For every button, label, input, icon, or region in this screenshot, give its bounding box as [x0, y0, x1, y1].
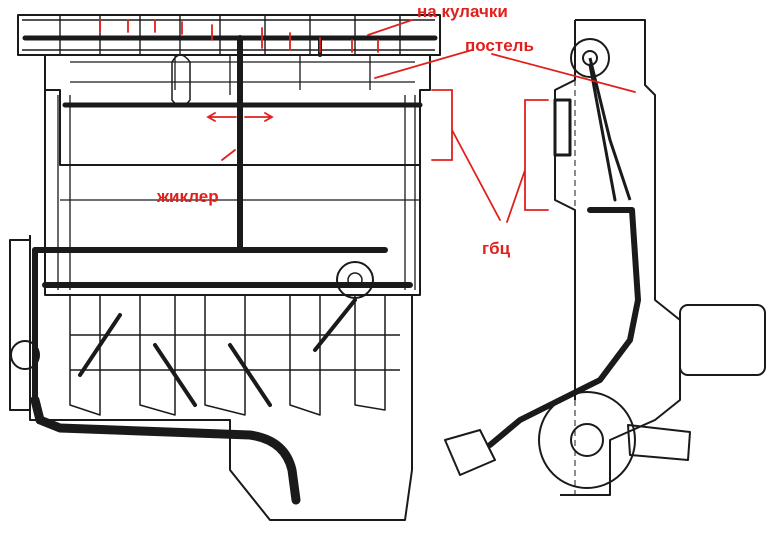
engine-cross-section [444, 19, 766, 500]
head-jet-arrows [206, 112, 274, 122]
crank-pulley [10, 340, 40, 370]
oil-filter [679, 304, 766, 376]
camshaft-housing [17, 14, 441, 56]
oil-pump-gear [336, 261, 374, 299]
cross-section-outline [554, 19, 681, 496]
crankcase-webs [69, 295, 386, 416]
cam-feed-ticks [99, 19, 379, 53]
cam-feed-drops [238, 36, 322, 62]
label-cylinder-head: гбц [482, 239, 511, 258]
distributor-core [570, 423, 604, 457]
oil-pressure-sender [444, 424, 691, 476]
head-bracket-left [431, 89, 501, 221]
cross-feed-channel [487, 207, 641, 448]
camshaft-cross [570, 38, 610, 78]
distributor-housing [538, 391, 636, 489]
label-camshaft-bed: постель [465, 36, 534, 55]
label-to-cams: на кулачки [417, 2, 508, 21]
crankshaft [70, 334, 400, 371]
jet-leader [221, 149, 236, 161]
front-cover [9, 239, 31, 411]
annotation-markers [99, 19, 636, 223]
oil-channels-left [22, 35, 438, 505]
engine-longitudinal-section [9, 14, 441, 521]
head-bracket-right [506, 99, 549, 223]
label-oil-jet: жиклер [157, 187, 219, 206]
oil-pickup-tube [30, 395, 301, 505]
camshaft-housing-ribs [22, 15, 435, 55]
valve-rocker [553, 57, 632, 201]
cylinder-block [44, 90, 421, 296]
head-feed [588, 63, 617, 202]
bed-leader [374, 49, 636, 93]
block-walls [57, 95, 420, 290]
crankcase [29, 235, 413, 521]
cams-leader [367, 19, 413, 36]
oil-channels-right [487, 63, 641, 448]
crank-oil-passages [78, 298, 357, 407]
